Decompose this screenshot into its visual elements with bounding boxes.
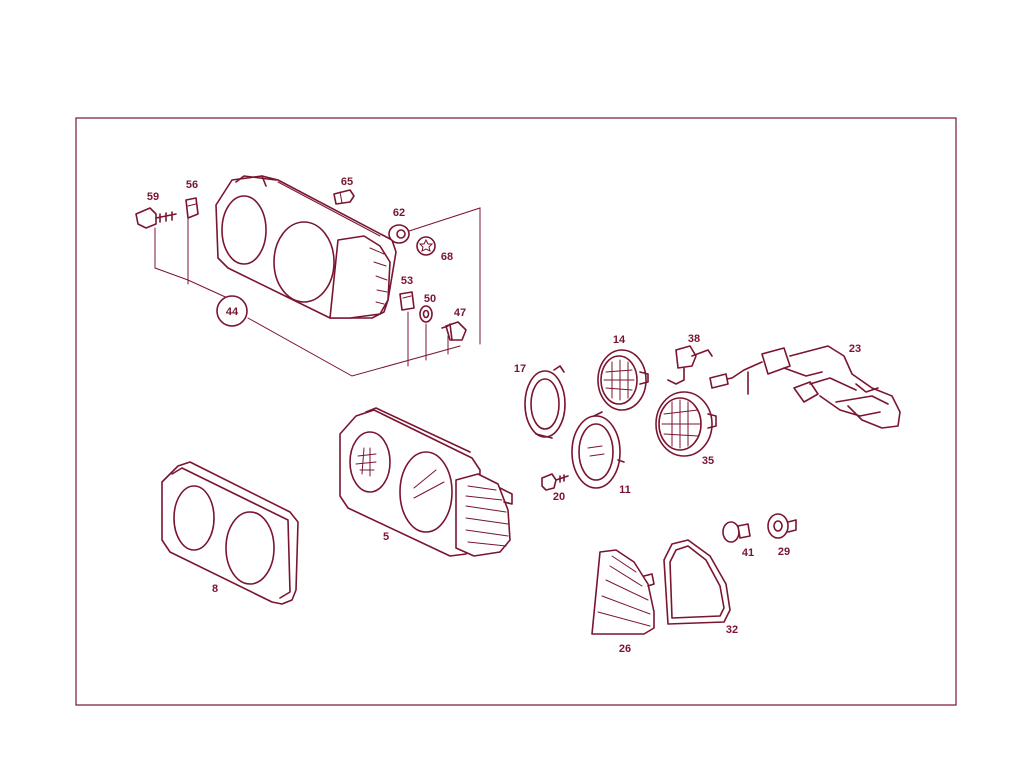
- clip-53: [399, 291, 415, 311]
- part-label-17: 17: [514, 363, 526, 375]
- socket-29: [767, 513, 797, 539]
- gasket-32: [663, 539, 731, 625]
- part-label-47: 47: [454, 307, 466, 319]
- diagram-frame: [75, 117, 957, 706]
- part-label-35: 35: [702, 455, 714, 467]
- adjuster-47: [441, 321, 467, 341]
- part-label-68: 68: [441, 251, 453, 263]
- part-label-23: 23: [849, 343, 861, 355]
- rim-11: [571, 411, 625, 489]
- part-label-56: 56: [186, 179, 198, 191]
- part-labels: 59 56 65 62 68 53 50 47 44 17 14 38 23 3…: [147, 176, 861, 655]
- lamp-insert-14: [597, 349, 649, 411]
- part-label-5: 5: [383, 531, 389, 543]
- clip-56: [185, 197, 199, 219]
- callout-circle-44: [216, 295, 248, 327]
- rim-17: [524, 365, 566, 439]
- screw-20: [541, 473, 569, 491]
- part-label-38: 38: [688, 333, 700, 345]
- part-label-26: 26: [619, 643, 631, 655]
- leader-lines-44: [154, 207, 481, 377]
- lens-26: [591, 549, 655, 635]
- headlamp-5: [339, 407, 513, 557]
- bulb-38: [667, 345, 713, 385]
- bezel-frame-8: [161, 461, 299, 605]
- part-label-29: 29: [778, 546, 790, 558]
- screw-59: [135, 207, 177, 229]
- part-label-14: 14: [613, 334, 626, 346]
- headlamp-housing-44: [215, 175, 397, 319]
- part-label-53: 53: [401, 275, 413, 287]
- star-washer-68: [416, 236, 436, 256]
- part-label-41: 41: [742, 547, 754, 559]
- part-label-59: 59: [147, 191, 159, 203]
- part-label-32: 32: [726, 624, 738, 636]
- nut-62: [388, 224, 410, 244]
- part-label-11: 11: [619, 484, 631, 496]
- bulb-41: [722, 521, 751, 543]
- bolt-65: [333, 189, 355, 205]
- part-label-65: 65: [341, 176, 353, 188]
- wiring-harness-23: [709, 345, 901, 429]
- ring-50: [419, 305, 433, 323]
- part-label-50: 50: [424, 293, 436, 305]
- part-label-44: 44: [226, 306, 239, 318]
- part-label-62: 62: [393, 207, 405, 219]
- lamp-insert-35: [655, 391, 717, 457]
- part-label-20: 20: [553, 491, 565, 503]
- part-label-8: 8: [212, 583, 218, 595]
